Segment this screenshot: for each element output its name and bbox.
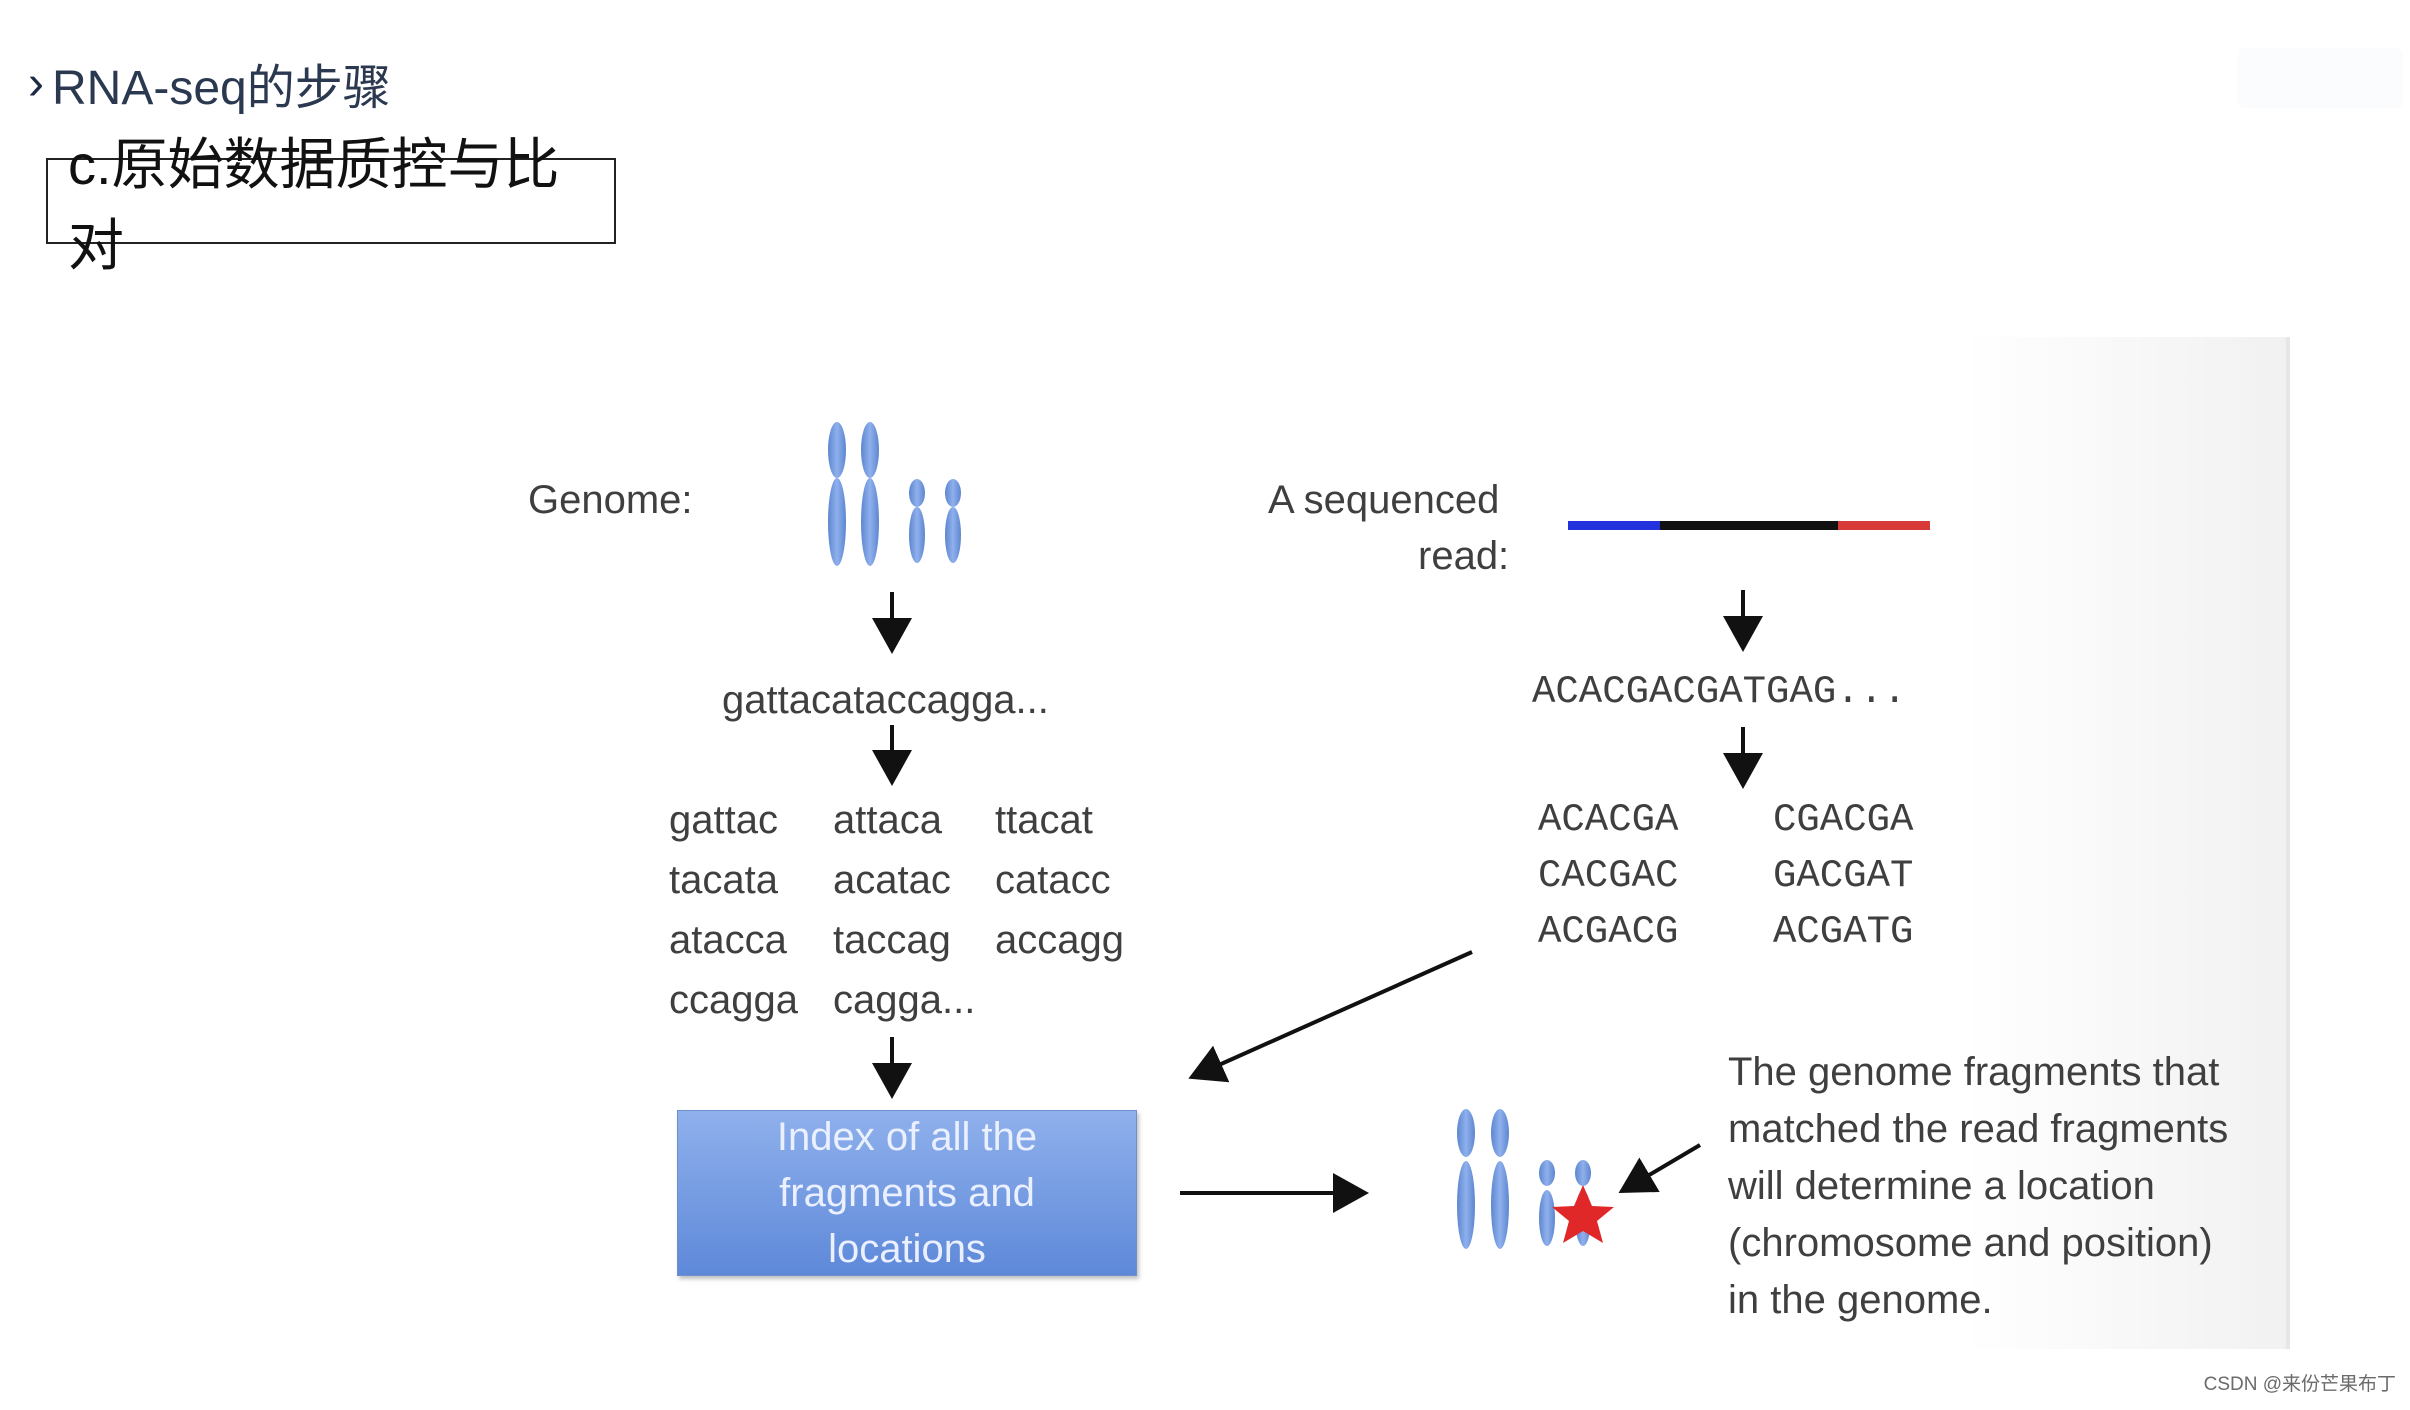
read-fragment: ACGATG xyxy=(1773,910,1914,954)
result-note-line: matched the read fragments xyxy=(1728,1107,2229,1151)
page-title: RNA-seq的步骤 xyxy=(51,62,391,115)
genome-label: Genome: xyxy=(528,478,693,522)
read-fragment: ACACGA xyxy=(1538,798,1679,842)
index-box-line: Index of all the xyxy=(776,1115,1038,1159)
read-fragment: CGACGA xyxy=(1773,798,1914,842)
page-header: › RNA-seq的步骤 xyxy=(28,48,391,118)
read-fragment: GACGAT xyxy=(1773,854,1914,898)
chromosome-icon xyxy=(1491,1109,1509,1249)
match-star-icon xyxy=(1552,1185,1614,1243)
index-box: Index of all the fragments and locations xyxy=(677,1110,1137,1276)
read-sequence: ACACGACGATGAG... xyxy=(1532,670,1907,714)
sequenced-read-bar xyxy=(1568,521,1930,530)
genome-fragment: catacc xyxy=(995,858,1111,902)
chromosome-icon xyxy=(828,422,846,566)
chromosome-icon xyxy=(1539,1160,1555,1246)
chevron-right-icon: › xyxy=(28,56,44,110)
read-fragment: CACGAC xyxy=(1538,854,1679,898)
arrow-diagonal-icon xyxy=(1618,1143,1702,1194)
genome-fragment: ccagga xyxy=(669,978,798,1022)
genome-fragment: taccag xyxy=(833,918,951,962)
result-chromosomes-icon xyxy=(1457,1109,1591,1249)
section-title: c.原始数据质控与比对 xyxy=(68,133,560,277)
panel-edge xyxy=(2286,337,2290,1349)
read-fragment: ACGACG xyxy=(1538,910,1679,954)
genome-fragment: attaca xyxy=(833,798,942,842)
chromosome-icon xyxy=(909,479,925,563)
index-box-line: locations xyxy=(828,1227,986,1271)
genome-fragment: ttacat xyxy=(995,798,1093,842)
chromosome-icon xyxy=(861,422,879,566)
arrow-diagonal-icon xyxy=(1188,950,1473,1083)
result-note-line: in the genome. xyxy=(1728,1278,1993,1322)
section-title-box: c.原始数据质控与比对 xyxy=(46,133,616,277)
result-note-line: will determine a location xyxy=(1728,1164,2155,1208)
read-label-line2: read: xyxy=(1418,534,1510,578)
index-box-line: fragments and xyxy=(779,1171,1035,1215)
chromosome-icon xyxy=(945,479,961,563)
genome-fragment: tacata xyxy=(669,858,778,902)
result-note: The genome fragments that matched the re… xyxy=(1728,1044,2228,1329)
chromosome-icon xyxy=(1457,1109,1475,1249)
genome-fragment: atacca xyxy=(669,918,787,962)
logo-watermark xyxy=(2238,48,2403,108)
genome-fragment: acatac xyxy=(833,858,951,902)
genome-fragment: gattac xyxy=(669,798,778,842)
genome-fragment: accagg xyxy=(995,918,1124,962)
read-label-line1: A sequenced xyxy=(1268,478,1500,522)
genome-chromosomes-icon xyxy=(828,422,961,566)
credit-text: CSDN @来份芒果布丁 xyxy=(2203,1374,2396,1395)
result-note-line: (chromosome and position) xyxy=(1728,1221,2213,1265)
genome-fragment: cagga... xyxy=(833,978,976,1022)
genome-sequence: gattacataccagga... xyxy=(722,678,1049,722)
result-note-line: The genome fragments that xyxy=(1728,1050,2220,1094)
